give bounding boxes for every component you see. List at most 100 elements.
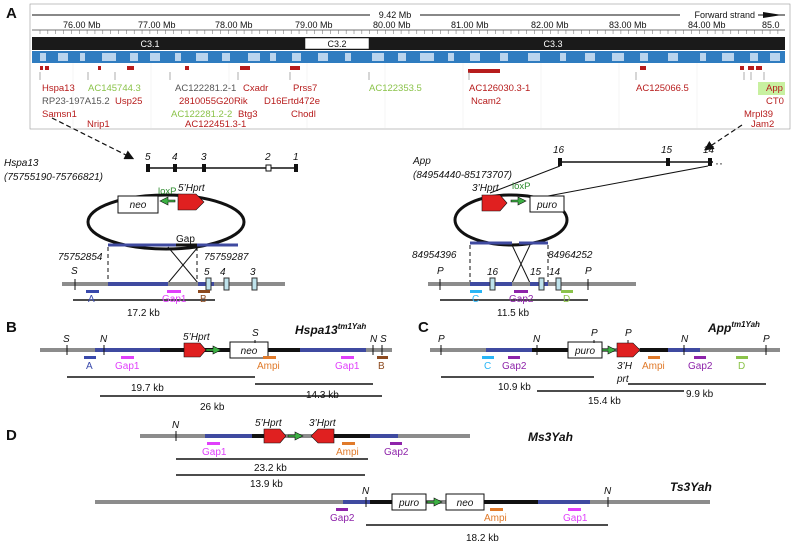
gene-glyph: [468, 69, 500, 73]
track-block: [750, 53, 758, 61]
probe-label: Gap2: [502, 361, 527, 372]
app-name: App: [412, 156, 431, 167]
panel-b: B Hspa13tm1Yah 5’Hprt neo S N S N S A Ga…: [6, 319, 392, 413]
hspa13-coords: (75755190-75766821): [4, 172, 103, 183]
probe-label: Gap1: [563, 513, 588, 524]
right-coordinate: 84964252: [548, 250, 593, 261]
gene-labels: Hspa13 AC145744.3 AC122281.2-1 Cxadr Prs…: [42, 83, 784, 130]
probe-label: Gap2: [384, 447, 409, 458]
strand-label-bg: [680, 9, 758, 20]
exon-mark: [666, 158, 670, 166]
probe-b-bar: [198, 290, 210, 293]
hspa13-vector-loop: [86, 193, 246, 251]
exon-mark: [265, 164, 272, 172]
hprt-label: 3’H: [617, 361, 633, 372]
probe-d-label: D: [563, 294, 570, 305]
loxp-arrow-icon: [205, 345, 222, 355]
loxp-arrow-icon: [426, 497, 443, 507]
gene-label: AC122281.2-2: [171, 109, 232, 120]
exon-number: 3: [250, 267, 256, 278]
probe-label: B: [378, 361, 385, 372]
gene-glyph: [290, 66, 300, 70]
probe-d-bar: [561, 290, 573, 293]
sequence-track: [32, 51, 785, 63]
hprt-cassette: [310, 428, 335, 444]
gene-label: AC122451.3-1: [185, 119, 246, 130]
gene-label: D16Ertd472e: [264, 96, 320, 107]
app-vector-loop: [453, 193, 569, 247]
track-block: [640, 53, 648, 61]
exon-number: 1: [293, 152, 299, 163]
zoom-arrow-app: [704, 124, 743, 151]
gene-label: AC122281.2-1: [175, 83, 236, 94]
gene-glyphs: [39, 63, 765, 128]
hprt-cassette: [183, 342, 207, 358]
fragment-size: 23.2 kb: [254, 463, 287, 474]
fragment-size: 9.9 kb: [686, 389, 714, 400]
crossover-line: [167, 246, 199, 284]
probe-bar: [694, 356, 706, 359]
probe-label: D: [738, 361, 745, 372]
probe-bar: [84, 356, 96, 359]
band-label: C3.2: [327, 39, 346, 49]
restriction-site: S: [380, 334, 387, 345]
probe-bar: [341, 356, 354, 359]
loxp-arrow-icon: [601, 345, 617, 355]
probe-c-bar: [470, 290, 482, 293]
gene-glyph: [127, 66, 134, 70]
track-block: [222, 53, 230, 61]
neo-label: neo: [457, 498, 474, 509]
exon-mark: [146, 164, 150, 172]
span-label: 9.42 Mb: [379, 10, 412, 20]
probe-bar: [568, 508, 581, 511]
fragment-size: 15.4 kb: [588, 396, 621, 407]
gene-glyph: [185, 66, 189, 70]
fragment-size: 14.3 kb: [306, 390, 339, 401]
tick-label: 85.0: [762, 20, 780, 30]
restriction-site: N: [370, 334, 378, 345]
crossover-line: [511, 244, 531, 284]
restriction-site: S: [63, 334, 70, 345]
fragment-size: 26 kb: [200, 402, 225, 413]
hprt3-label: 3’Hprt: [309, 418, 337, 429]
ms3yah-title: Ms3Yah: [528, 430, 573, 444]
track-block: [58, 53, 68, 61]
band-label: C3.3: [543, 39, 562, 49]
probe-gap2-bar: [514, 290, 528, 293]
chromosome-band: [32, 37, 785, 50]
probe-bar: [390, 442, 402, 445]
exon-box: [489, 277, 496, 291]
restriction-site: N: [604, 486, 612, 497]
puro-label: puro: [574, 346, 595, 357]
panel-d: D Ms3Yah 5’Hprt 3’Hprt N Gap1 Ampi Gap2 …: [6, 418, 712, 544]
app-locus: App (84954440-85173707) ·· 16 15 14 3’Hp…: [412, 145, 723, 319]
exon-box: [223, 277, 230, 291]
gap-label: Gap: [176, 234, 195, 245]
exon-box: [538, 277, 545, 291]
track-block: [40, 53, 46, 61]
restriction-site: S: [252, 328, 259, 339]
gene-label: Jam2: [751, 119, 774, 130]
tick-label: 79.00 Mb: [295, 20, 333, 30]
gene-label: 2810055G20Rik: [179, 96, 248, 107]
hspa13-locus: Hspa13 (75755190-75766821) 5 4 3 2 1 neo…: [4, 152, 299, 319]
left-coordinate: 84954396: [412, 250, 457, 261]
track-block: [248, 53, 260, 61]
loxp-arrow-icon: [510, 196, 527, 206]
fragment-size: 18.2 kb: [466, 533, 499, 544]
exon-mark: [294, 164, 298, 172]
loxp-label: loxP: [512, 181, 530, 192]
track-block: [722, 53, 734, 61]
track-block: [150, 53, 160, 61]
panel-label-b: B: [6, 319, 17, 336]
probe-bar: [377, 356, 388, 359]
gene-label: CT0: [766, 96, 784, 107]
gene-label: Chodl: [291, 109, 316, 120]
gene-glyph: [640, 66, 646, 70]
hprt-cassette: [177, 193, 205, 211]
prt-label: prt: [616, 374, 630, 385]
probe-bar: [207, 442, 220, 445]
tick-label: 77.00 Mb: [138, 20, 176, 30]
probe-bar: [736, 356, 748, 359]
gene-label: Cxadr: [243, 83, 268, 94]
